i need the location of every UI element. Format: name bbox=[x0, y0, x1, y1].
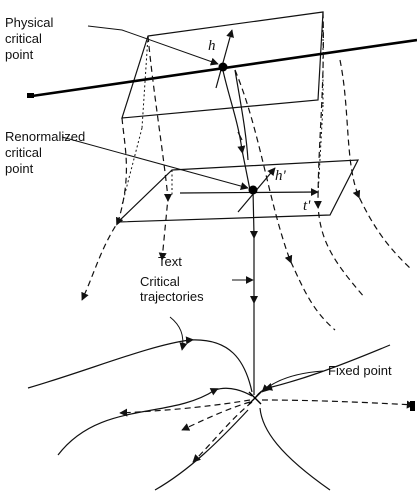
dashed-flow-lines bbox=[81, 11, 411, 331]
critical-trajectory-lines bbox=[221, 65, 258, 395]
h-prime-label: h' bbox=[275, 168, 287, 184]
physical-critical-point-dot bbox=[218, 62, 228, 72]
t-prime-label: t' bbox=[303, 198, 311, 214]
h-label: h bbox=[208, 38, 216, 54]
text-label: Text bbox=[158, 254, 182, 269]
label-pointers bbox=[61, 25, 324, 393]
fixed-point-label: Fixed point bbox=[328, 363, 392, 378]
renormalized-plane bbox=[116, 104, 360, 223]
physical-critical-point-label: Physical critical point bbox=[5, 15, 57, 62]
renormalized-critical-point-label: Renormalized critical point bbox=[5, 129, 89, 176]
critical-trajectories-label: Critical trajectories bbox=[140, 274, 204, 304]
fixed-point-cross bbox=[248, 391, 415, 411]
critical-points bbox=[218, 62, 258, 195]
renormalized-critical-point-dot bbox=[248, 185, 258, 195]
fixed-point-flows bbox=[27, 336, 415, 491]
